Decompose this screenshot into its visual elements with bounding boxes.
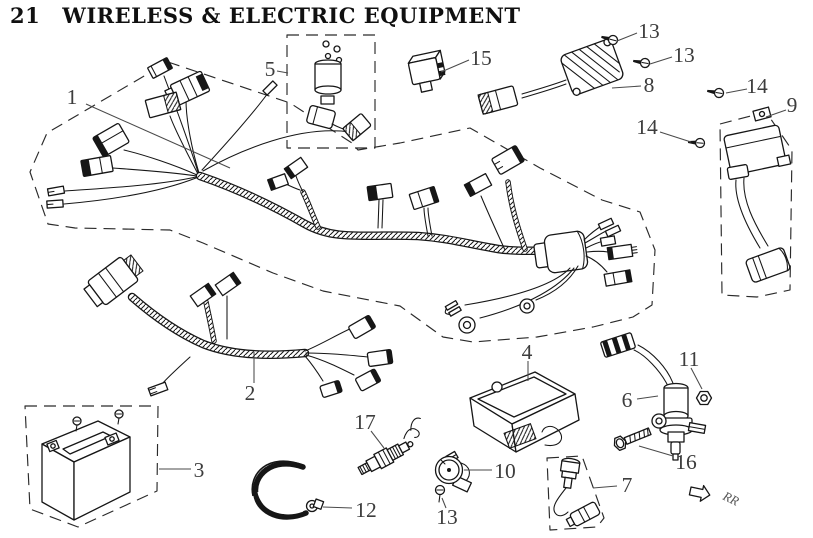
callout-7: 7 xyxy=(622,473,633,497)
callout-11: 11 xyxy=(679,347,700,371)
harness-main xyxy=(46,57,638,334)
ignition-coil-5 xyxy=(306,40,372,142)
dashed-region-main-harness xyxy=(29,61,656,343)
harness-secondary xyxy=(83,254,394,398)
battery-screw xyxy=(114,409,124,425)
ring-terminal xyxy=(519,298,535,314)
callout-16: 16 xyxy=(675,450,697,474)
bolt xyxy=(613,427,652,452)
callout-17: 17 xyxy=(354,410,376,434)
callout-10: 10 xyxy=(494,459,516,483)
callout-15: 15 xyxy=(470,46,492,70)
callout-13b: 13 xyxy=(673,43,695,67)
callout-14a: 14 xyxy=(746,74,768,98)
callout-2: 2 xyxy=(245,381,256,405)
fork-terminal xyxy=(444,300,462,317)
screw-14-right xyxy=(707,87,725,99)
callout-8: 8 xyxy=(644,73,655,97)
nut xyxy=(695,390,713,406)
callout-4: 4 xyxy=(522,340,533,364)
callout-14b: 14 xyxy=(636,115,658,139)
callout-12: 12 xyxy=(355,498,377,522)
callout-6: 6 xyxy=(622,388,633,412)
ignition-switch xyxy=(600,332,707,461)
section-number: 21 xyxy=(10,3,41,28)
regulator-rectifier xyxy=(477,38,624,115)
callout-1: 1 xyxy=(67,85,78,109)
callout-leaders xyxy=(85,32,787,509)
callout-13c: 13 xyxy=(436,505,458,529)
harness-boot xyxy=(533,230,589,274)
callout-3: 3 xyxy=(194,458,205,482)
ring-terminal xyxy=(458,316,476,334)
page-title: 21 WIRELESS & ELECTRIC EQUIPMENT xyxy=(10,3,521,28)
section-title: WIRELESS & ELECTRIC EQUIPMENT xyxy=(62,3,521,28)
screw-13-horn xyxy=(434,484,446,503)
callout-9: 9 xyxy=(787,93,798,117)
ground-cable xyxy=(251,460,325,520)
battery xyxy=(41,409,131,521)
dashed-box-sensor-7 xyxy=(546,455,605,531)
callout-5: 5 xyxy=(265,57,276,81)
rear-arrow-label: RR xyxy=(720,488,742,509)
battery-screw xyxy=(72,416,82,432)
dashed-box-ignition-coil-5 xyxy=(286,34,376,149)
horn xyxy=(434,450,473,493)
spark-plug xyxy=(357,417,421,476)
screw-13-top xyxy=(601,34,619,46)
cdi-unit xyxy=(469,371,580,453)
callout-13a: 13 xyxy=(638,19,660,43)
rear-arrow xyxy=(688,484,711,502)
screw-14-left xyxy=(687,137,706,149)
ignition-coil-9 xyxy=(723,106,792,283)
screw-13-mid xyxy=(633,57,651,69)
sensor-switch xyxy=(553,457,601,528)
